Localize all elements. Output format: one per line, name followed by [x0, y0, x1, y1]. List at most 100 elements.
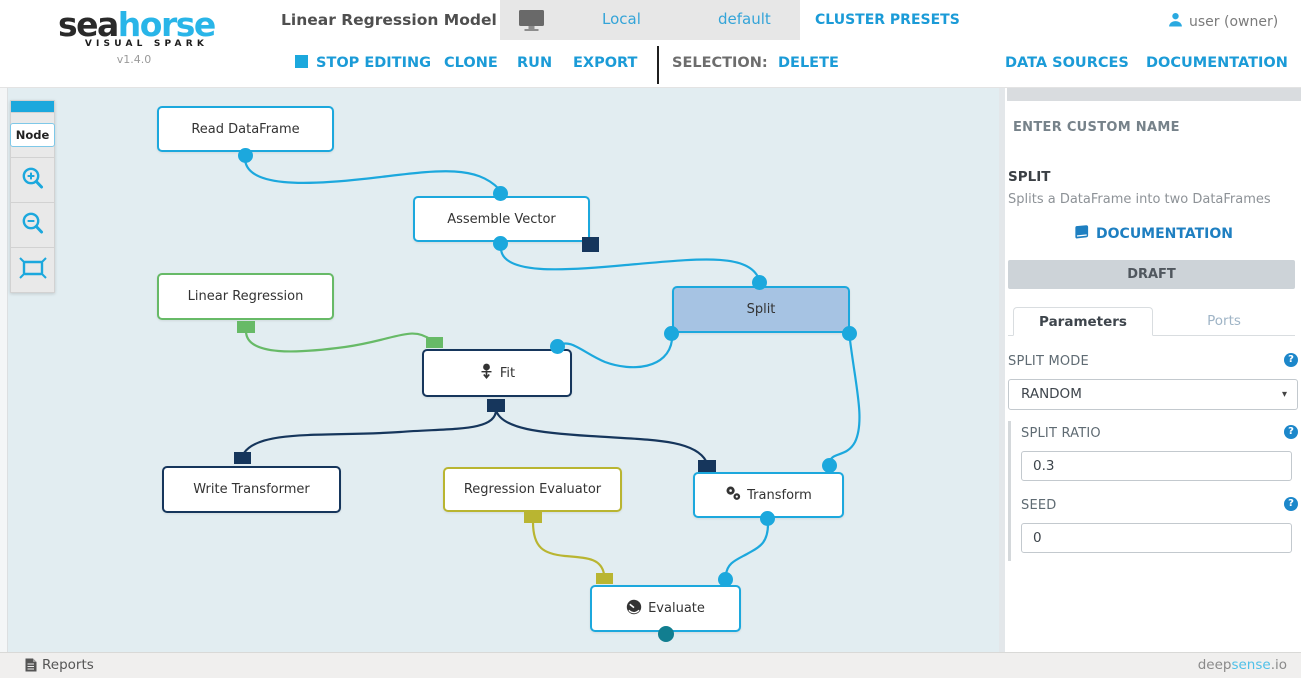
- logo-subtitle: VISUAL SPARK: [84, 39, 208, 49]
- documentation-button[interactable]: DOCUMENTATION: [1146, 55, 1288, 71]
- split-mode-help-icon[interactable]: ?: [1284, 353, 1298, 367]
- edge-fit-writetransformer: [243, 409, 498, 454]
- zoom-out-tool[interactable]: [11, 202, 54, 247]
- zoom-in-tool[interactable]: [11, 157, 54, 202]
- report-file-icon: [25, 658, 37, 672]
- deepsense-brand-link[interactable]: deepsense.io: [1198, 657, 1287, 673]
- workflow-canvas[interactable]: Read DataFrame Assemble Vector Linear Re…: [8, 88, 999, 652]
- edge-fit-transform: [494, 409, 707, 462]
- tab-ports[interactable]: Ports: [1207, 313, 1241, 329]
- port-assemblevector-corner-marker[interactable]: [582, 237, 599, 252]
- brand-deep: deep: [1197, 657, 1232, 673]
- port-split-output-left[interactable]: [664, 326, 679, 341]
- port-evaluate-evaluator-input[interactable]: [596, 573, 613, 584]
- edge-regressionevaluator-evaluate: [531, 521, 606, 575]
- panel-top-bar: [1007, 88, 1301, 101]
- node-split[interactable]: Split: [672, 286, 850, 333]
- edge-split-transform: [828, 339, 861, 462]
- reports-label: Reports: [42, 657, 94, 673]
- node-label: Regression Evaluator: [463, 482, 602, 497]
- port-split-input[interactable]: [752, 275, 767, 290]
- brand-io: .io: [1270, 657, 1287, 673]
- node-read-dataframe[interactable]: Read DataFrame: [157, 106, 334, 152]
- evaluate-gauge-icon: [626, 599, 642, 619]
- cluster-presets-button[interactable]: CLUSTER PRESETS: [815, 12, 960, 28]
- port-fit-dataframe-input[interactable]: [550, 339, 565, 354]
- node-evaluate[interactable]: Evaluate: [590, 585, 741, 632]
- operation-documentation-link[interactable]: DOCUMENTATION: [1005, 224, 1301, 242]
- panel-tabs: Parameters Ports: [1008, 307, 1295, 336]
- split-mode-subparams: [1008, 421, 1298, 561]
- cluster-preset-name[interactable]: default: [718, 10, 771, 28]
- node-transform[interactable]: Transform: [693, 472, 844, 518]
- port-transform-transformer-input[interactable]: [698, 460, 716, 472]
- node-linear-regression[interactable]: Linear Regression: [157, 273, 334, 320]
- fit-icon: [479, 363, 494, 384]
- seed-input[interactable]: [1021, 523, 1292, 553]
- node-drag-button[interactable]: Node: [9, 123, 56, 147]
- port-transform-dataframe-input[interactable]: [822, 458, 837, 473]
- logo-version: v1.4.0: [116, 53, 152, 66]
- toolbar-handle[interactable]: [11, 101, 54, 112]
- port-linearregression-output[interactable]: [237, 321, 255, 333]
- node-label: Fit: [499, 365, 516, 381]
- node-fit[interactable]: Fit: [422, 349, 572, 397]
- canvas-left-gutter: [0, 88, 8, 652]
- port-readdataframe-output[interactable]: [238, 148, 253, 163]
- port-evaluate-output[interactable]: [658, 626, 674, 642]
- split-ratio-help-icon[interactable]: ?: [1284, 425, 1298, 439]
- clone-button[interactable]: CLONE: [444, 55, 498, 71]
- add-node-tool[interactable]: Node: [9, 112, 56, 157]
- node-write-transformer[interactable]: Write Transformer: [162, 466, 341, 513]
- footer: Reports deepsense.io: [0, 652, 1301, 678]
- seed-help-icon[interactable]: ?: [1284, 497, 1298, 511]
- port-assemblevector-output[interactable]: [493, 236, 508, 251]
- stop-editing-button[interactable]: STOP EDITING: [295, 55, 431, 71]
- book-icon: [1075, 225, 1089, 239]
- port-writetransformer-input[interactable]: [234, 452, 251, 464]
- split-ratio-input[interactable]: [1021, 451, 1292, 481]
- fit-to-screen-tool[interactable]: [11, 247, 54, 292]
- cluster-bar: Local default: [500, 0, 800, 40]
- status-draft-button[interactable]: DRAFT: [1008, 260, 1295, 289]
- zoom-in-icon: [19, 165, 46, 196]
- seed-label: SEED: [1021, 498, 1057, 513]
- reports-button[interactable]: Reports: [25, 657, 94, 673]
- edge-transform-evaluate: [724, 523, 770, 576]
- edge-layer: [243, 157, 861, 576]
- panel-scrollbar[interactable]: [999, 88, 1005, 652]
- data-sources-button[interactable]: DATA SOURCES: [1005, 55, 1129, 71]
- operation-panel: SPLIT Splits a DataFrame into two DataFr…: [1005, 88, 1301, 652]
- port-transform-output[interactable]: [760, 511, 775, 526]
- node-label: Split: [746, 302, 776, 317]
- port-fit-estimator-input[interactable]: [426, 337, 443, 348]
- port-assemblevector-input[interactable]: [493, 186, 508, 201]
- custom-name-input[interactable]: [1013, 116, 1289, 138]
- menu-divider: [657, 46, 659, 84]
- user-label: user (owner): [1189, 13, 1279, 30]
- export-button[interactable]: EXPORT: [573, 55, 638, 71]
- split-mode-select[interactable]: RANDOM ▾: [1008, 379, 1298, 410]
- brand-sense: sense: [1231, 657, 1271, 673]
- logo-horse: horse: [117, 5, 216, 44]
- logo-sea: sea: [58, 5, 119, 44]
- node-regression-evaluator[interactable]: Regression Evaluator: [443, 467, 622, 512]
- node-label: Write Transformer: [193, 482, 310, 497]
- edge-split-fit: [558, 339, 674, 369]
- logo-wordmark: seahorse: [58, 5, 216, 44]
- port-regressionevaluator-output[interactable]: [524, 511, 542, 523]
- cluster-executor[interactable]: Local: [602, 10, 641, 28]
- edge-assemblevector-split: [499, 247, 761, 280]
- run-button[interactable]: RUN: [517, 55, 553, 71]
- selection-label: SELECTION:: [672, 55, 768, 71]
- port-split-output-right[interactable]: [842, 326, 857, 341]
- delete-button[interactable]: DELETE: [778, 55, 839, 71]
- port-evaluate-dataframe-input[interactable]: [718, 572, 733, 587]
- stop-editing-icon: [295, 55, 308, 68]
- split-mode-value: RANDOM: [1021, 386, 1082, 402]
- port-fit-output[interactable]: [487, 399, 505, 412]
- user-menu[interactable]: user (owner): [1168, 12, 1278, 31]
- operation-name: SPLIT: [1008, 169, 1051, 185]
- tab-parameters[interactable]: Parameters: [1013, 307, 1153, 336]
